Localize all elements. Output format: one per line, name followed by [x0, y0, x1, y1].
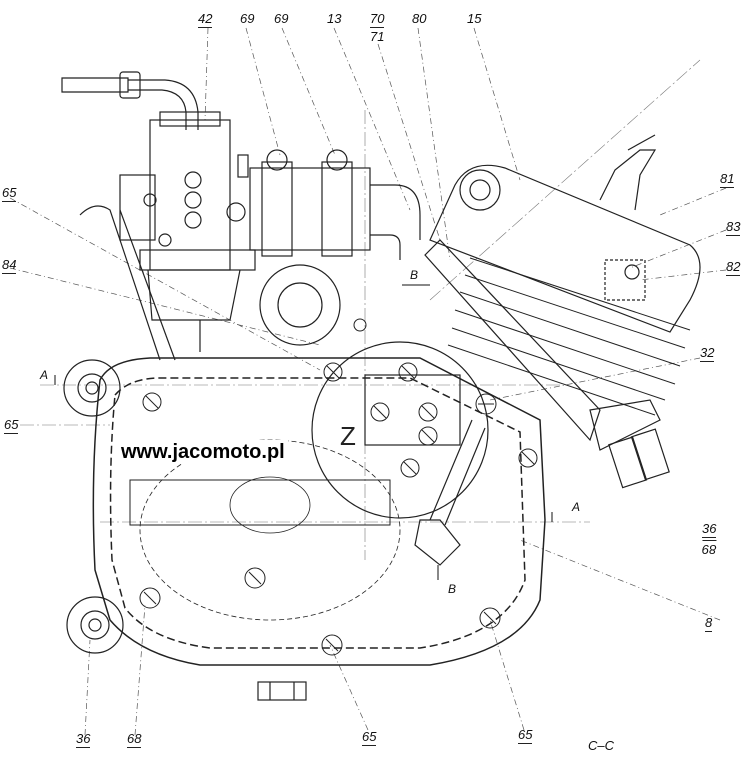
- generator-cover: [259, 264, 489, 519]
- section-mark-a-left: A: [40, 368, 49, 382]
- label-8: 8: [705, 615, 713, 632]
- section-title: C–C: [588, 738, 615, 753]
- label-13: 13: [327, 11, 342, 26]
- label-65-left-top: 65: [2, 185, 17, 202]
- intake-manifold: [249, 149, 421, 260]
- label-65-left-mid: 65: [4, 417, 19, 434]
- bolts: [139, 318, 538, 656]
- label-36-right: 36: [702, 521, 717, 538]
- leader-lines: [9, 27, 727, 736]
- watermark-text: www.jacomoto.pl: [118, 440, 288, 464]
- center-lines: [20, 59, 701, 560]
- label-70: 70: [370, 11, 385, 28]
- label-80: 80: [412, 11, 427, 26]
- section-mark-b-bottom: B: [448, 582, 457, 596]
- label-42: 42: [198, 11, 213, 28]
- label-69-a: 69: [240, 11, 255, 26]
- label-84: 84: [2, 257, 17, 274]
- label-89-right: 89: [702, 540, 717, 557]
- mounting-lugs: [63, 205, 176, 654]
- label-83: 83: [726, 219, 741, 236]
- crankcase: [92, 357, 546, 666]
- exhaust-stub: [589, 399, 670, 489]
- carburetor: [119, 111, 256, 352]
- label-65-bottom-mid: 65: [362, 729, 377, 746]
- section-mark-b-top: B: [410, 268, 419, 282]
- label-81: 81: [720, 171, 735, 188]
- label-82: 82: [726, 259, 741, 276]
- label-15: 15: [467, 11, 482, 26]
- intake-pipe: [61, 71, 199, 130]
- z-mark: Z: [340, 421, 356, 451]
- label-68: 68: [127, 731, 142, 748]
- cylinder: [424, 134, 701, 442]
- drain-plug: [257, 681, 307, 701]
- label-32: 32: [700, 345, 715, 362]
- section-mark-a-right: A: [572, 500, 581, 514]
- ignition-block: [364, 374, 486, 566]
- label-36-bottom: 36: [76, 731, 91, 748]
- section-arrows: [54, 284, 553, 580]
- label-71: 71: [370, 29, 385, 44]
- label-69-b: 69: [274, 11, 289, 26]
- label-65-bottom-right: 65: [518, 727, 533, 744]
